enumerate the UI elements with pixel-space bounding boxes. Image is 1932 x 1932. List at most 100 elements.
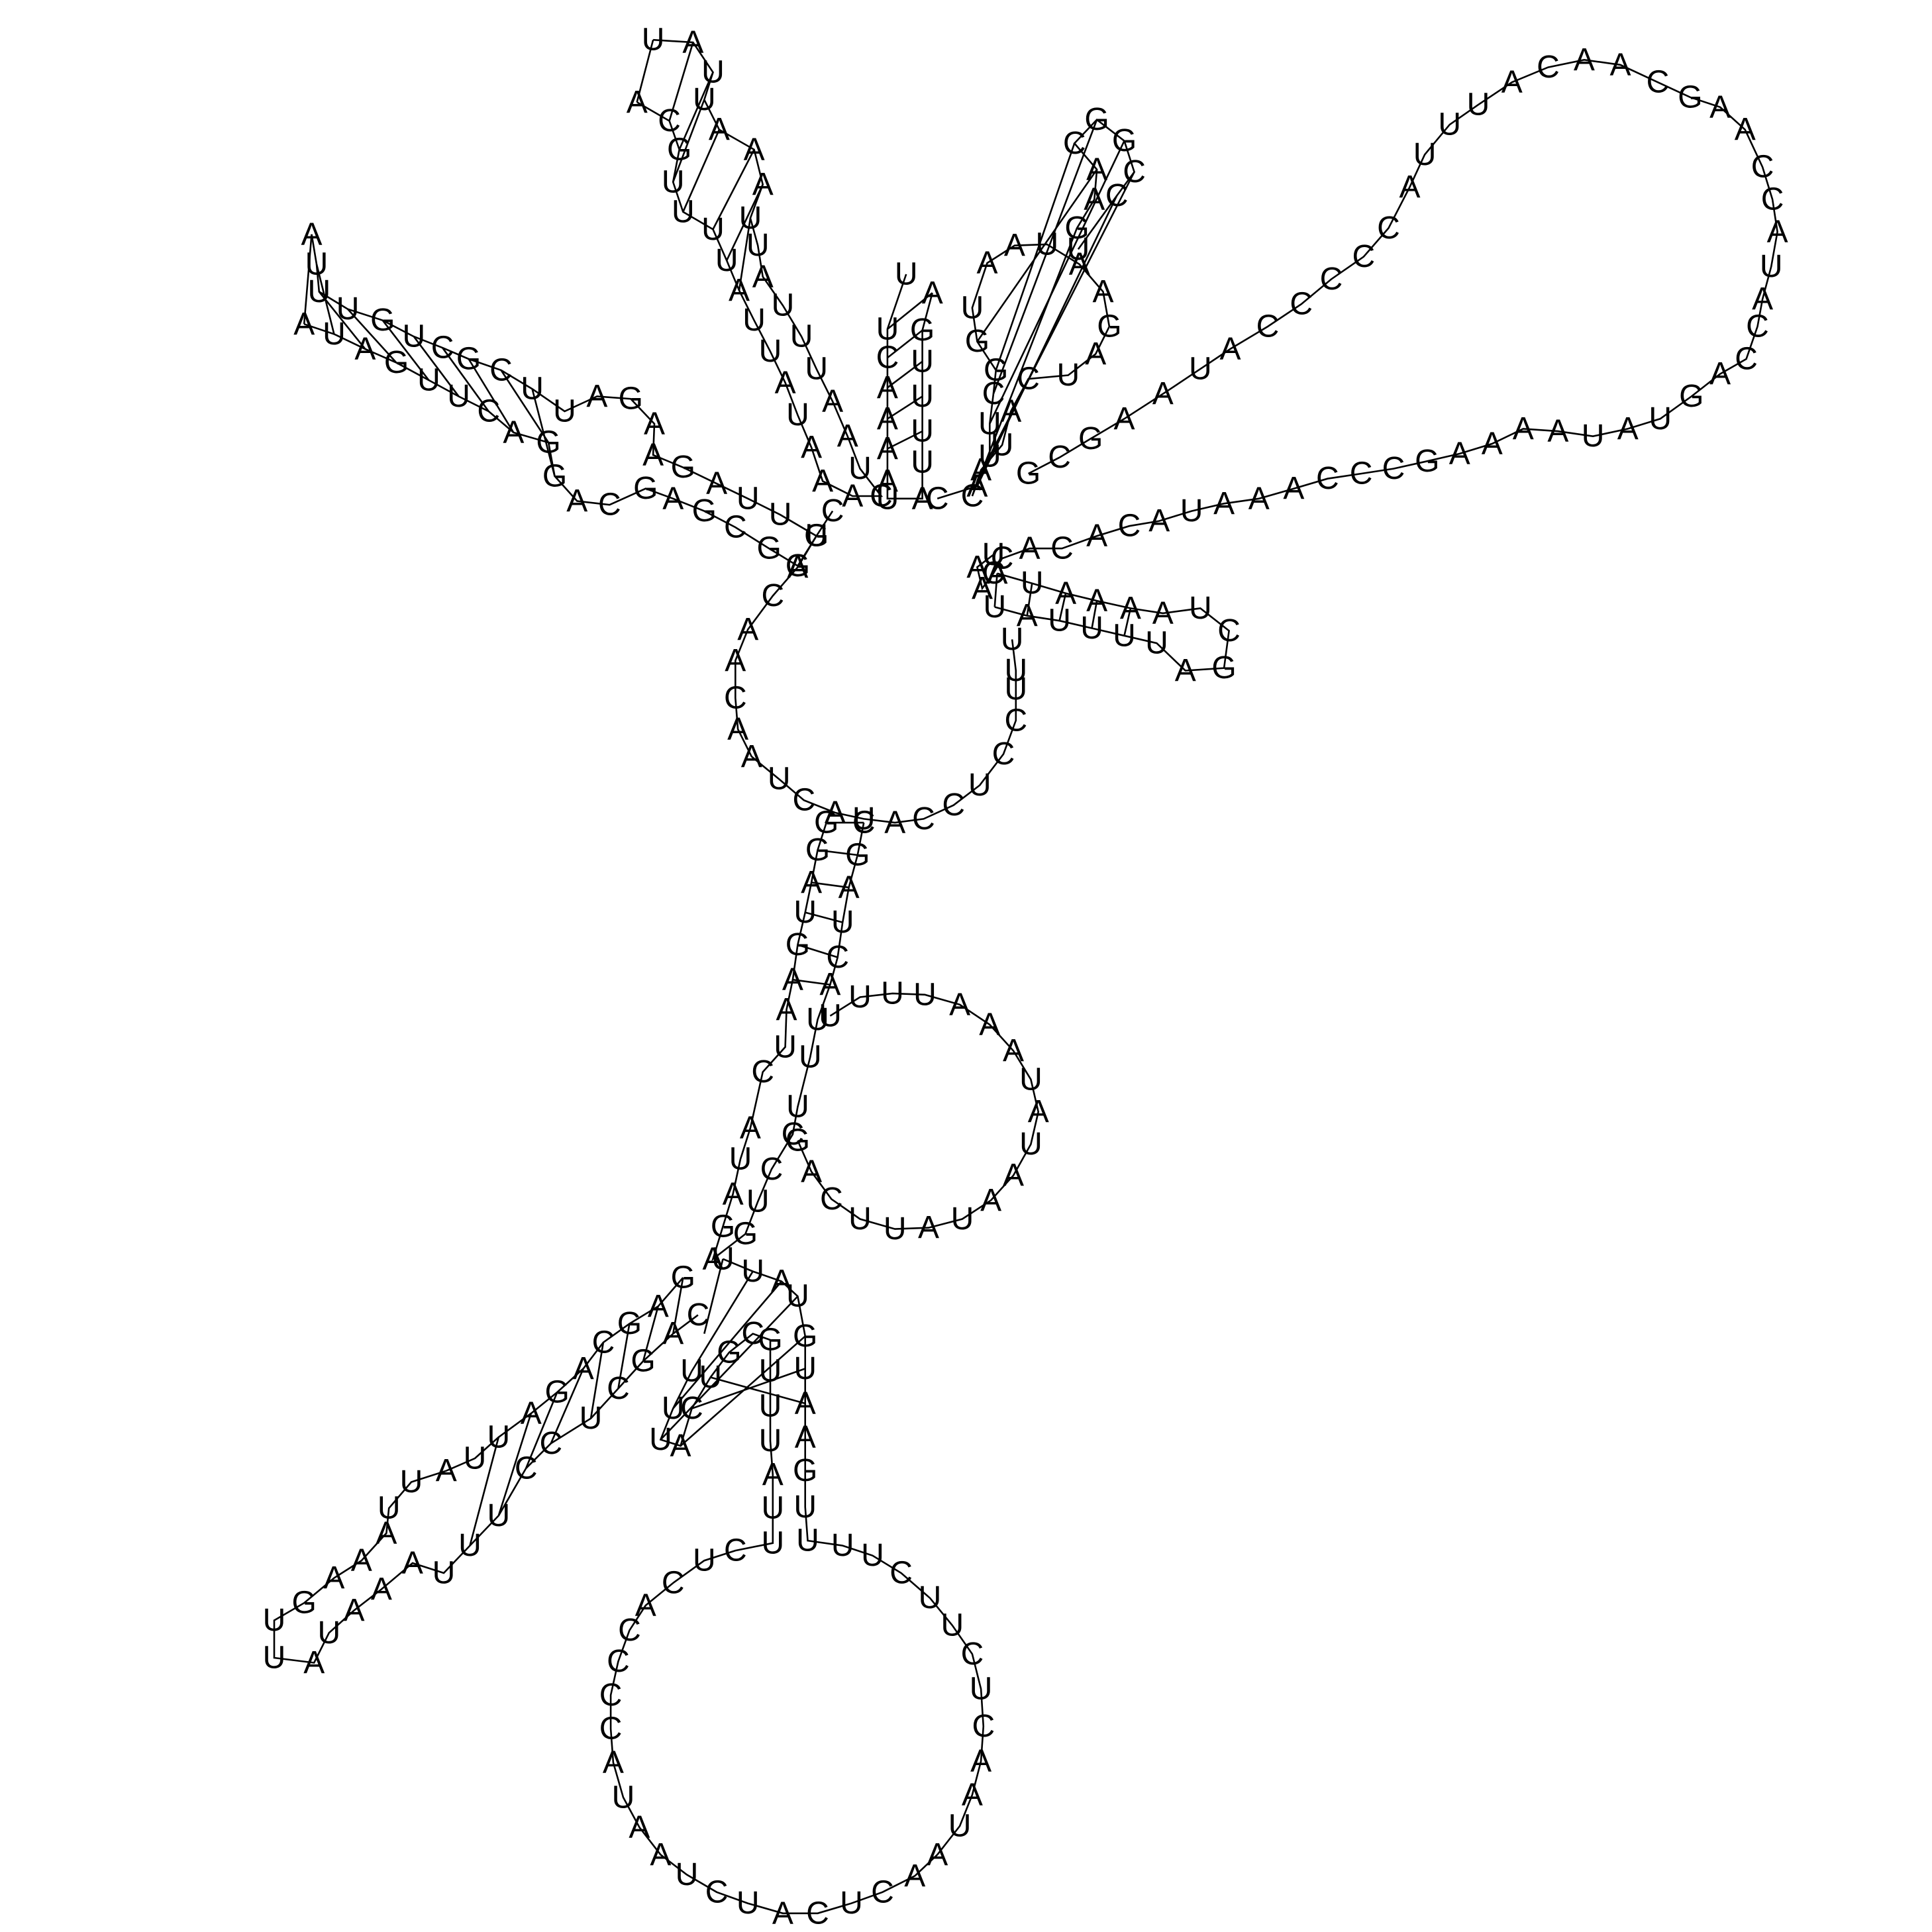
nucleotide: C	[961, 479, 984, 514]
nucleotide: A	[775, 365, 796, 400]
nucleotide: A	[1113, 401, 1135, 436]
nucleotide: U	[676, 1857, 699, 1892]
nucleotide: A	[801, 1154, 822, 1190]
nucleotide: A	[702, 1241, 723, 1276]
nucleotide: U	[805, 519, 828, 554]
nucleotide: A	[912, 481, 933, 516]
nucleotide: U	[737, 481, 760, 516]
nucleotide: A	[1028, 1094, 1049, 1129]
nucleotide: U	[402, 319, 425, 354]
base-pair	[525, 1392, 558, 1469]
nucleotide: G	[786, 1123, 810, 1158]
nucleotide: A	[1004, 228, 1025, 263]
nucleotide: G	[692, 493, 717, 529]
nucleotide: C	[982, 556, 1005, 591]
nucleotide: G	[536, 425, 560, 460]
nucleotide: G	[671, 1260, 695, 1296]
nucleotide: C	[871, 1874, 894, 1909]
nucleotide: U	[317, 1615, 340, 1651]
nucleotide: C	[792, 783, 815, 818]
nucleotide: U	[978, 438, 1001, 474]
nucleotide: C	[680, 1391, 703, 1426]
base-pair	[678, 72, 714, 150]
nucleotide: A	[801, 430, 822, 465]
nucleotide: A	[376, 1515, 397, 1551]
nucleotide: U	[786, 397, 809, 432]
nucleotide: C	[992, 737, 1015, 772]
nucleotide: C	[1316, 461, 1339, 496]
nucleotide: U	[761, 1491, 784, 1526]
nucleotide: U	[417, 363, 440, 398]
nucleotide: C	[489, 352, 513, 387]
nucleotide: A	[949, 987, 970, 1022]
nucleotide: U	[305, 247, 329, 282]
base-pair	[469, 1437, 500, 1546]
nucleotide: A	[1120, 591, 1141, 626]
nucleotide: U	[715, 243, 738, 278]
base-pair	[887, 430, 923, 450]
nucleotide: U	[553, 394, 576, 429]
nucleotide: U	[911, 379, 934, 414]
nucleotide: C	[942, 788, 965, 823]
base-pair	[468, 358, 515, 433]
nucleotide: A	[650, 1837, 671, 1872]
nucleotide: C	[1352, 239, 1375, 274]
nucleotide: A	[1617, 411, 1639, 446]
nucleotide: G	[619, 381, 643, 417]
nucleotide: U	[737, 1886, 760, 1921]
nucleotide: C	[1123, 154, 1146, 189]
nucleotide: A	[1148, 503, 1170, 538]
nucleotide: A	[837, 419, 858, 454]
nucleotide: G	[793, 1453, 817, 1488]
base-pair	[500, 370, 550, 443]
nucleotide: A	[795, 1419, 816, 1454]
nucleotide: A	[782, 962, 803, 997]
base-pair	[887, 329, 923, 359]
nucleotide: U	[951, 1201, 974, 1237]
nucleotide: U	[729, 1142, 752, 1177]
nucleotide: U	[680, 1354, 703, 1389]
nucleotide: A	[301, 217, 322, 252]
nucleotide: G	[717, 1335, 741, 1370]
nucleotide: A	[877, 464, 898, 499]
nucleotide: U	[799, 1039, 822, 1074]
nucleotide: U	[831, 905, 854, 940]
nucleotide: A	[740, 1111, 761, 1146]
base-pair	[703, 1258, 724, 1334]
base-pair	[1058, 593, 1067, 621]
nucleotide: C	[782, 1117, 805, 1152]
nucleotide: U	[772, 288, 795, 323]
nucleotide: U	[693, 1543, 716, 1578]
nucleotide: U	[978, 406, 1001, 441]
nucleotide: U	[307, 274, 330, 309]
nucleotide: A	[737, 612, 758, 647]
backbone-loop-far-right	[976, 58, 1778, 591]
nucleotide: U	[852, 801, 876, 837]
nucleotide: G	[786, 548, 810, 584]
base-pair	[1026, 583, 1033, 616]
nucleotide: A	[1003, 1158, 1024, 1193]
nucleotide: C	[705, 1874, 729, 1909]
nucleotide: A	[1399, 170, 1420, 205]
nucleotide: U	[961, 290, 984, 325]
nucleotide: U	[612, 1780, 635, 1815]
nucleotide: C	[1350, 456, 1373, 491]
nucleotide: C	[1217, 613, 1241, 648]
nucleotide: A	[1086, 519, 1107, 554]
nucleotide: A	[642, 437, 664, 472]
base-pair	[989, 172, 1135, 457]
nucleotide: U	[831, 1528, 854, 1563]
nucleotide: G	[1679, 379, 1703, 414]
nucleotide: C	[607, 1644, 630, 1679]
nucleotide: A	[1513, 411, 1534, 446]
base-pair	[303, 234, 313, 325]
base-pair	[976, 169, 1098, 342]
nucleotide: C	[599, 1678, 623, 1713]
nucleotide: C	[1647, 65, 1670, 100]
base-pair	[710, 1376, 806, 1405]
nucleotide: G	[805, 833, 830, 868]
nucleotide: A	[839, 870, 860, 905]
nucleotide: A	[1219, 331, 1241, 366]
nucleotide: U	[336, 291, 360, 327]
